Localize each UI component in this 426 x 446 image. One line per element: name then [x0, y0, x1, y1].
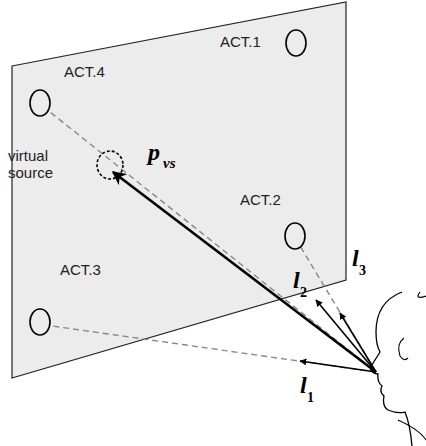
subscript: 2: [300, 286, 307, 300]
ear: [399, 338, 408, 360]
circle-outline: [27, 306, 53, 338]
node-label: ACT.3: [60, 262, 101, 279]
head-profile: [370, 292, 412, 446]
vector-name: l: [293, 268, 300, 292]
head-back: [418, 292, 426, 297]
subscript: vs: [163, 156, 176, 171]
node-label: virtual source: [8, 148, 68, 181]
subscript: 1: [307, 391, 314, 405]
vectors: [113, 172, 376, 372]
circle-outline: [282, 220, 308, 252]
panel: [12, 2, 346, 378]
sight-lines: [50, 112, 376, 372]
vector-name: l: [352, 246, 359, 270]
node-label: ACT.2: [240, 192, 281, 209]
neck: [398, 420, 426, 440]
circle-outline: [94, 148, 126, 182]
circle-outline: [27, 87, 53, 119]
node-label: ACT.1: [220, 34, 261, 51]
subscript: 3: [359, 264, 366, 278]
circle-outline: [283, 27, 309, 59]
node-label: ACT.4: [64, 64, 105, 81]
vector-name: l: [300, 373, 307, 397]
vector-name: p: [148, 140, 160, 164]
